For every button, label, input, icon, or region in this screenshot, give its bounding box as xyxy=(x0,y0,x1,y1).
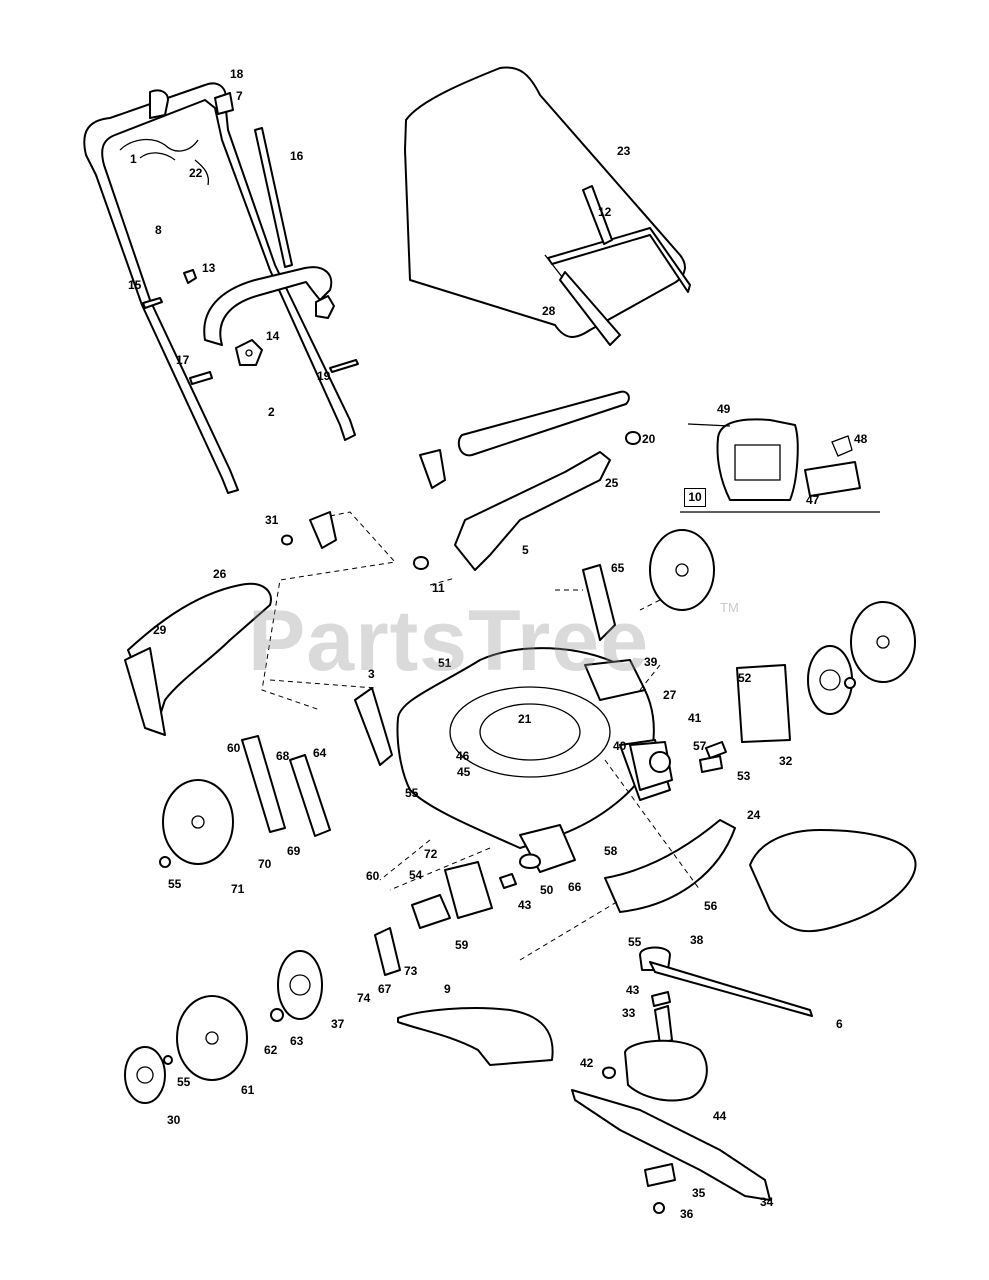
callout-5: 5 xyxy=(522,543,529,557)
callout-11: 11 xyxy=(432,581,445,595)
callout-50: 50 xyxy=(540,883,554,897)
callout-43a: 43 xyxy=(518,898,532,912)
callout-34b: 34 xyxy=(760,1195,774,1209)
wheel-71 xyxy=(162,779,234,865)
callout-20: 20 xyxy=(642,432,656,446)
callout-51: 51 xyxy=(438,656,452,670)
callout-55d: 55 xyxy=(177,1075,191,1089)
callout-26: 26 xyxy=(213,567,227,581)
rear-skirt xyxy=(124,582,272,736)
kit-label-box: 10 xyxy=(684,488,706,507)
callout-12: 12 xyxy=(598,205,612,219)
callout-42: 42 xyxy=(580,1056,594,1070)
callout-57: 57 xyxy=(693,739,707,753)
callout-55b: 55 xyxy=(168,877,182,891)
callout-45: 45 xyxy=(457,765,471,779)
callout-48: 48 xyxy=(854,432,868,446)
rear-door-parts xyxy=(413,390,641,571)
assembly-leaders xyxy=(261,511,701,961)
callout-70: 70 xyxy=(258,857,272,871)
callout-55a: 55 xyxy=(405,786,419,800)
height-adjusters xyxy=(241,564,791,976)
partstree-watermark: PartsTree xyxy=(248,593,650,689)
callout-6: 6 xyxy=(836,1017,843,1031)
callout-14: 14 xyxy=(266,329,280,343)
callout-67: 67 xyxy=(378,982,392,996)
callout-33: 33 xyxy=(622,1006,636,1020)
callout-35: 35 xyxy=(692,1186,706,1200)
callout-1: 1 xyxy=(130,152,137,166)
mulch-kit xyxy=(680,418,880,513)
hubcap-30 xyxy=(124,1046,166,1104)
callout-labels: 18 7 16 1 22 8 13 15 14 17 19 2 23 12 28… xyxy=(128,67,868,1221)
callout-2: 2 xyxy=(268,405,275,419)
callout-8: 8 xyxy=(155,223,162,237)
callout-17: 17 xyxy=(176,353,190,367)
callout-23: 23 xyxy=(617,144,631,158)
watermark-trademark: TM xyxy=(720,600,739,615)
callout-22: 22 xyxy=(189,166,203,180)
callout-13: 13 xyxy=(202,261,216,275)
callout-55c: 55 xyxy=(628,935,642,949)
callout-30: 30 xyxy=(167,1113,181,1127)
wheel-61 xyxy=(176,995,248,1081)
callout-3: 3 xyxy=(368,667,375,681)
grass-bag xyxy=(404,66,691,346)
callout-71: 71 xyxy=(231,882,245,896)
callout-25: 25 xyxy=(605,476,619,490)
callout-29: 29 xyxy=(153,623,167,637)
callout-40: 40 xyxy=(613,739,627,753)
callout-54: 54 xyxy=(409,868,423,882)
callout-72: 72 xyxy=(424,847,438,861)
callout-7: 7 xyxy=(236,89,243,103)
callout-47: 47 xyxy=(806,493,820,507)
callout-49: 49 xyxy=(717,402,731,416)
callout-73: 73 xyxy=(404,964,418,978)
wheels xyxy=(124,529,916,1104)
callout-18: 18 xyxy=(230,67,244,81)
callout-60: 60 xyxy=(227,741,241,755)
callout-9: 9 xyxy=(444,982,451,996)
callout-63: 63 xyxy=(290,1034,304,1048)
callout-58: 58 xyxy=(604,844,618,858)
wheel-right xyxy=(850,601,916,683)
callout-66: 66 xyxy=(568,880,582,894)
callout-43b: 43 xyxy=(626,983,640,997)
callout-61b: 61 xyxy=(241,1083,255,1097)
callout-64: 64 xyxy=(313,746,327,760)
handle-assembly xyxy=(83,82,446,549)
callout-69: 69 xyxy=(287,844,301,858)
callout-44: 44 xyxy=(713,1109,727,1123)
callout-24: 24 xyxy=(747,808,761,822)
callout-52: 52 xyxy=(738,671,752,685)
callout-15: 15 xyxy=(128,278,142,292)
callout-62: 62 xyxy=(264,1043,278,1057)
callout-56: 56 xyxy=(704,899,718,913)
callout-19: 19 xyxy=(317,369,331,383)
callout-36b: 36 xyxy=(680,1207,694,1221)
wheel-65 xyxy=(649,529,715,611)
callout-32: 32 xyxy=(779,754,793,768)
side-chute xyxy=(397,829,917,1066)
callout-68: 68 xyxy=(276,749,290,763)
callout-65: 65 xyxy=(611,561,625,575)
callout-27: 27 xyxy=(663,688,677,702)
callout-21: 21 xyxy=(518,712,532,726)
callout-74: 74 xyxy=(357,991,371,1005)
callout-53: 53 xyxy=(737,769,751,783)
drive-wheel-gear-37 xyxy=(277,950,323,1020)
callout-60b: 60 xyxy=(366,869,380,883)
callout-46: 46 xyxy=(456,749,470,763)
callout-16: 16 xyxy=(290,149,304,163)
callout-31: 31 xyxy=(265,513,279,527)
callout-39: 39 xyxy=(644,655,658,669)
callout-28: 28 xyxy=(542,304,556,318)
callout-41: 41 xyxy=(688,711,702,725)
engine-drive xyxy=(499,741,813,1214)
callout-59: 59 xyxy=(455,938,469,952)
callout-37: 37 xyxy=(331,1017,345,1031)
callout-38: 38 xyxy=(690,933,704,947)
